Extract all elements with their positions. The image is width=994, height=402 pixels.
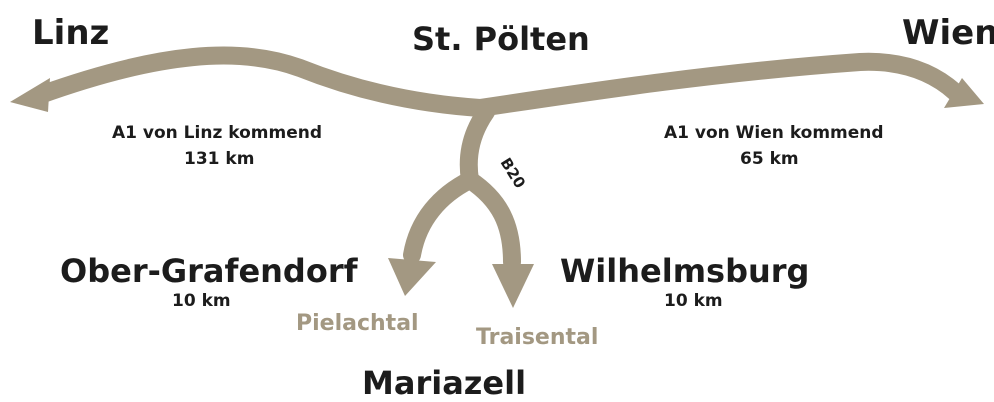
- route-wien-label: A1 von Wien kommend: [664, 123, 884, 143]
- city-ober-grafendorf: Ober-Grafendorf: [60, 252, 359, 290]
- valley-traisental: Traisental: [476, 325, 598, 350]
- wilhelmsburg-distance: 10 km: [664, 291, 723, 311]
- road-label-b20: B20: [497, 155, 529, 192]
- arrow-pielachtal-icon: [388, 258, 436, 296]
- branch-pielachtal: [403, 171, 479, 264]
- route-wien-distance: 65 km: [740, 149, 799, 169]
- valley-pielachtal: Pielachtal: [296, 311, 419, 336]
- city-mariazell: Mariazell: [362, 364, 526, 402]
- route-linz-distance: 131 km: [184, 149, 254, 169]
- route-linz-label: A1 von Linz kommend: [112, 123, 322, 143]
- city-wien: Wien: [902, 13, 994, 53]
- a1-road-west: [31, 46, 489, 117]
- arrow-linz-icon: [10, 78, 50, 112]
- city-st-poelten: St. Pölten: [412, 20, 590, 58]
- arrow-traisental-icon: [492, 264, 534, 308]
- ober-grafendorf-distance: 10 km: [172, 291, 231, 311]
- city-wilhelmsburg: Wilhelmsburg: [560, 252, 809, 290]
- b20-road: [459, 103, 495, 189]
- branch-traisental: [461, 171, 521, 271]
- a1-road-east: [471, 52, 964, 117]
- arrow-wien-icon: [944, 78, 984, 108]
- city-linz: Linz: [32, 13, 109, 53]
